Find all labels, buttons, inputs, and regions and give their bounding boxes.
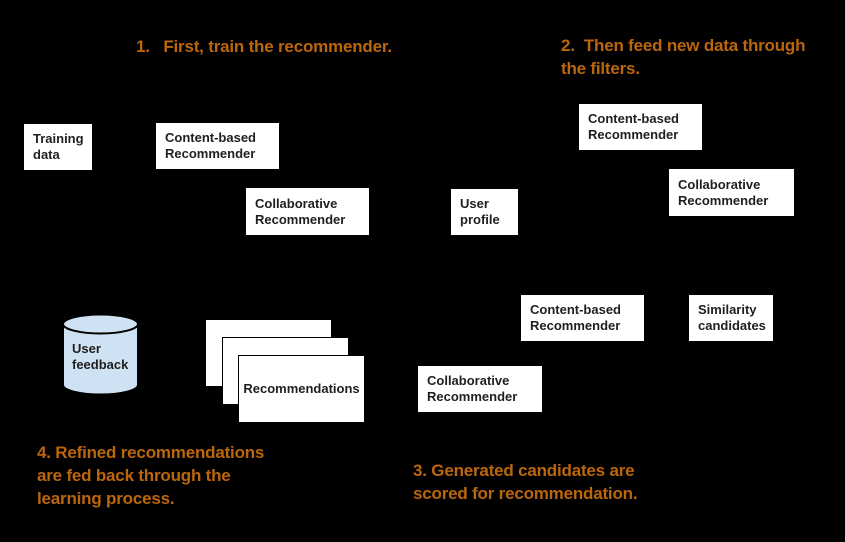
- box-content-based-recommender-score-label: Content-based Recommender: [530, 302, 621, 333]
- user-feedback-label: User feedback: [72, 341, 129, 372]
- box-content-based-recommender-feed: Content-based Recommender: [578, 103, 703, 151]
- box-collaborative-recommender-score-label: Collaborative Recommender: [427, 373, 518, 404]
- box-collaborative-recommender-feed: Collaborative Recommender: [668, 168, 795, 217]
- box-similarity-candidates-label: Similarity candidates: [698, 302, 766, 333]
- recommendations-label: Recommendations: [243, 381, 360, 396]
- box-content-based-recommender-score: Content-based Recommender: [520, 294, 645, 342]
- step-4-caption: 4. Refined recommendations are fed back …: [37, 443, 265, 508]
- box-user-profile-label: User profile: [460, 196, 500, 227]
- box-collaborative-recommender-train: Collaborative Recommender: [245, 187, 370, 236]
- box-collaborative-recommender-score: Collaborative Recommender: [417, 365, 543, 413]
- step-2-caption: 2. Then feed new data through the filter…: [561, 36, 806, 78]
- box-collaborative-recommender-feed-label: Collaborative Recommender: [678, 176, 769, 208]
- box-training-data-label: Training data: [33, 131, 84, 162]
- box-content-based-recommender-feed-label: Content-based Recommender: [588, 111, 679, 142]
- database-cylinder-icon: [62, 313, 139, 396]
- user-feedback-cylinder: User feedback: [61, 310, 140, 398]
- box-content-based-recommender-train-label: Content-based Recommender: [165, 130, 256, 161]
- step-1-caption: 1. First, train the recommender.: [136, 37, 392, 56]
- box-collaborative-recommender-train-label: Collaborative Recommender: [255, 195, 346, 227]
- box-similarity-candidates: Similarity candidates: [688, 294, 774, 342]
- box-content-based-recommender-train: Content-based Recommender: [155, 122, 280, 170]
- box-user-profile: User profile: [450, 188, 519, 236]
- recommendations-stack-page-front: Recommendations: [238, 355, 365, 423]
- box-training-data: Training data: [23, 123, 93, 171]
- step-3-caption: 3. Generated candidates are scored for r…: [413, 461, 638, 503]
